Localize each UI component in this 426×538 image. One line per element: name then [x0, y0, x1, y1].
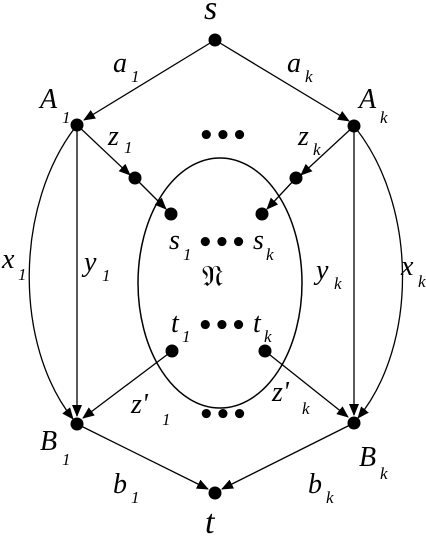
svg-text:z: z: [297, 121, 309, 152]
label-edge-bk: b k: [308, 469, 334, 507]
label-edge-xk: x k: [400, 251, 426, 291]
svg-text:k: k: [302, 399, 310, 418]
svg-text:a: a: [113, 48, 127, 79]
svg-text:y: y: [313, 255, 329, 286]
svg-text:1: 1: [62, 450, 71, 469]
label-tk: t k: [253, 308, 272, 346]
svg-text:1: 1: [183, 245, 192, 264]
svg-text:x: x: [1, 244, 15, 275]
label-Ak: A k: [357, 84, 388, 127]
edge-zk-second: [266, 177, 297, 210]
node-s1: [164, 207, 178, 221]
svg-text:k: k: [313, 140, 321, 159]
svg-text:s: s: [169, 225, 180, 256]
label-Bk: B k: [359, 442, 388, 483]
svg-text:b: b: [113, 469, 127, 500]
label-edge-y1: y 1: [81, 247, 111, 285]
svg-text:y: y: [81, 247, 97, 278]
svg-text:x: x: [400, 251, 414, 282]
svg-text:z': z': [271, 377, 290, 408]
svg-text:b: b: [308, 469, 322, 500]
svg-text:1: 1: [62, 108, 71, 127]
node-zk-mid: [289, 171, 303, 185]
label-edge-x1: x 1: [1, 244, 27, 284]
ellipsis-bottom: •••: [198, 400, 248, 430]
svg-text:k: k: [380, 108, 388, 127]
node-tk: [258, 344, 272, 358]
svg-text:t: t: [253, 308, 262, 339]
edge-ak: [214, 39, 350, 122]
label-s: s: [204, 0, 217, 27]
label-B1: B 1: [40, 426, 71, 469]
node-z1-mid: [128, 171, 142, 185]
edge-z1-second: [134, 177, 167, 210]
node-B1: [70, 417, 84, 431]
svg-text:k: k: [326, 488, 334, 507]
node-sk: [255, 207, 269, 221]
edge-xk: [353, 125, 404, 419]
svg-text:1: 1: [18, 265, 27, 284]
svg-text:k: k: [264, 327, 272, 346]
svg-text:A: A: [38, 84, 58, 115]
svg-text:1: 1: [162, 410, 171, 429]
svg-text:s: s: [253, 225, 264, 256]
label-edge-b1: b 1: [113, 469, 140, 507]
node-A1: [70, 118, 84, 132]
svg-text:1: 1: [124, 138, 133, 157]
svg-text:a: a: [287, 48, 301, 79]
svg-text:k: k: [380, 464, 388, 483]
edge-a1: [83, 39, 216, 121]
node-s: [208, 33, 222, 47]
edge-bk: [221, 422, 355, 490]
label-A1: A 1: [38, 84, 71, 127]
svg-text:k: k: [305, 67, 313, 86]
edge-zk-first: [300, 125, 355, 176]
edge-zp1: [82, 350, 173, 419]
network-region-ellipse: [137, 157, 303, 409]
ellipsis-top: •••: [198, 121, 248, 151]
edge-zpk: [264, 350, 349, 418]
svg-text:1: 1: [182, 327, 191, 346]
label-edge-zpk: z' k: [271, 377, 310, 418]
label-s1: s 1: [169, 225, 192, 264]
svg-text:B: B: [40, 426, 57, 457]
svg-text:t: t: [171, 308, 180, 339]
svg-text:k: k: [418, 272, 426, 291]
edge-z1-first: [76, 124, 131, 176]
ellipsis-t-row: •••: [197, 311, 247, 341]
node-t: [208, 486, 222, 500]
edge-b1: [76, 423, 209, 490]
label-edge-zk: z k: [297, 121, 321, 159]
label-edge-z1: z 1: [107, 121, 133, 157]
svg-text:B: B: [359, 442, 376, 473]
svg-text:1: 1: [131, 67, 140, 86]
label-edge-a1: a 1: [113, 48, 140, 86]
label-t: t: [205, 504, 216, 538]
node-t1: [165, 344, 179, 358]
node-Ak: [347, 119, 361, 133]
label-edge-zp1: z' 1: [130, 389, 171, 429]
svg-text:1: 1: [102, 266, 111, 285]
svg-text:z': z': [130, 389, 149, 420]
ellipsis-s-row: •••: [197, 228, 247, 258]
svg-text:A: A: [357, 84, 377, 115]
svg-text:k: k: [266, 245, 274, 264]
label-center-frak: 𝔑: [202, 259, 223, 294]
label-edge-ak: a k: [287, 48, 313, 86]
svg-text:k: k: [334, 274, 342, 293]
edge-x1: [28, 124, 78, 420]
label-t1: t 1: [171, 308, 191, 346]
svg-text:1: 1: [131, 488, 140, 507]
label-sk: s k: [253, 225, 274, 264]
svg-text:z: z: [107, 121, 119, 152]
label-edge-yk: y k: [313, 255, 342, 293]
node-Bk: [347, 416, 361, 430]
